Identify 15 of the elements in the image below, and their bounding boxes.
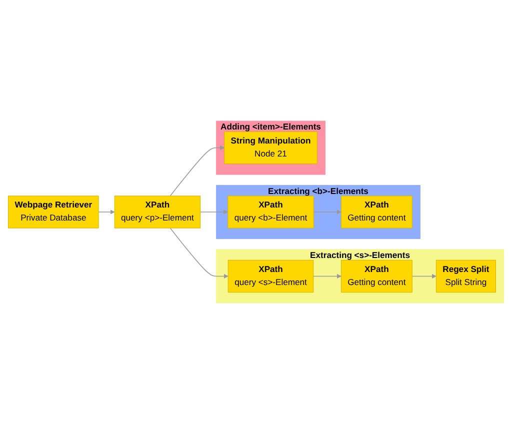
- node-box: String Manipulation Node 21: [224, 131, 318, 164]
- node-box: XPath query <p>-Element: [114, 196, 201, 228]
- node-box: XPath Getting content: [340, 260, 412, 293]
- arrow: [312, 274, 342, 279]
- arrow: [170, 228, 228, 279]
- arrow: [412, 274, 436, 279]
- arrow: [313, 210, 342, 214]
- node-box: Regex Split Split String: [436, 260, 496, 293]
- arrow: [200, 210, 228, 214]
- node-box: XPath query <b>-Element: [228, 196, 314, 228]
- node-box: Webpage Retriever Private Database: [8, 196, 99, 228]
- node-box: XPath Getting content: [340, 196, 412, 228]
- node-box: XPath query <s>-Element: [228, 260, 314, 293]
- arrow: [98, 210, 115, 214]
- arrow: [170, 145, 225, 196]
